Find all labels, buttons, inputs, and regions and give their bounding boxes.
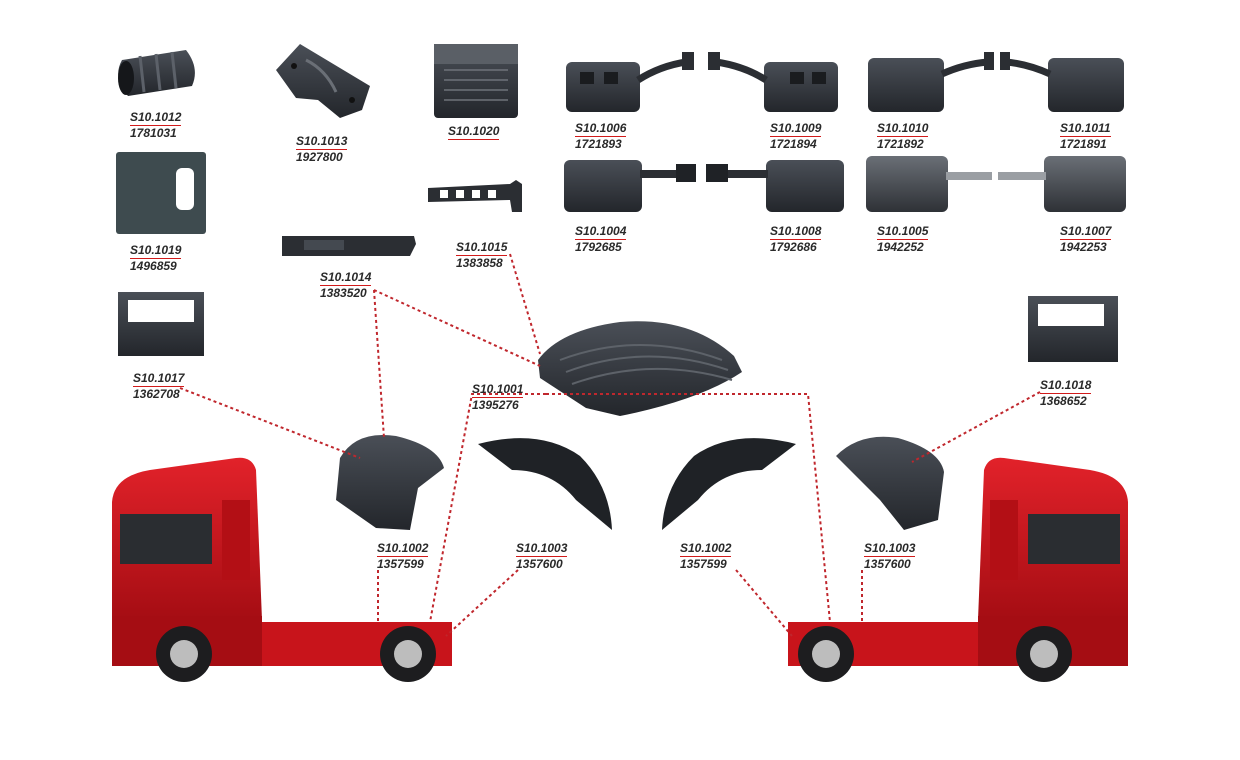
front-mudguard-right-front-icon (836, 436, 944, 530)
callout-lines (179, 253, 1041, 637)
rubber-strip-icon (282, 236, 416, 256)
mud-flap-plate-icon (116, 152, 206, 234)
step-right-icon (1028, 296, 1118, 362)
front-mudguard-left-front-icon (336, 434, 444, 530)
mudguard-bracket-left-b-icon (868, 52, 994, 112)
mudguard-holder-left-b-icon (866, 156, 992, 212)
rubber-block-icon (434, 44, 518, 118)
mudguard-bracket-right-b-icon (1000, 52, 1124, 112)
rear-mudguard-icon (538, 321, 742, 416)
bracket-strip-icon (428, 180, 522, 212)
red-scania-truck-mirrored-icon (788, 457, 1128, 682)
mudguard-bracket-left-icon (566, 52, 694, 112)
red-scania-truck-icon (112, 457, 452, 682)
bracket-clamp-icon (276, 44, 370, 118)
label-s10-1020: S10.1020 (448, 124, 500, 140)
rubber-bellow-icon (118, 50, 195, 96)
mudguard-bracket-right-icon (708, 52, 838, 112)
mudguard-holder-right-icon (706, 160, 844, 212)
mudguard-holder-right-b-icon (998, 156, 1126, 212)
front-mudguard-right-rear-icon (662, 438, 796, 530)
mudguard-holder-left-icon (564, 160, 696, 212)
front-mudguard-left-rear-icon (478, 438, 612, 530)
step-left-icon (118, 292, 204, 356)
